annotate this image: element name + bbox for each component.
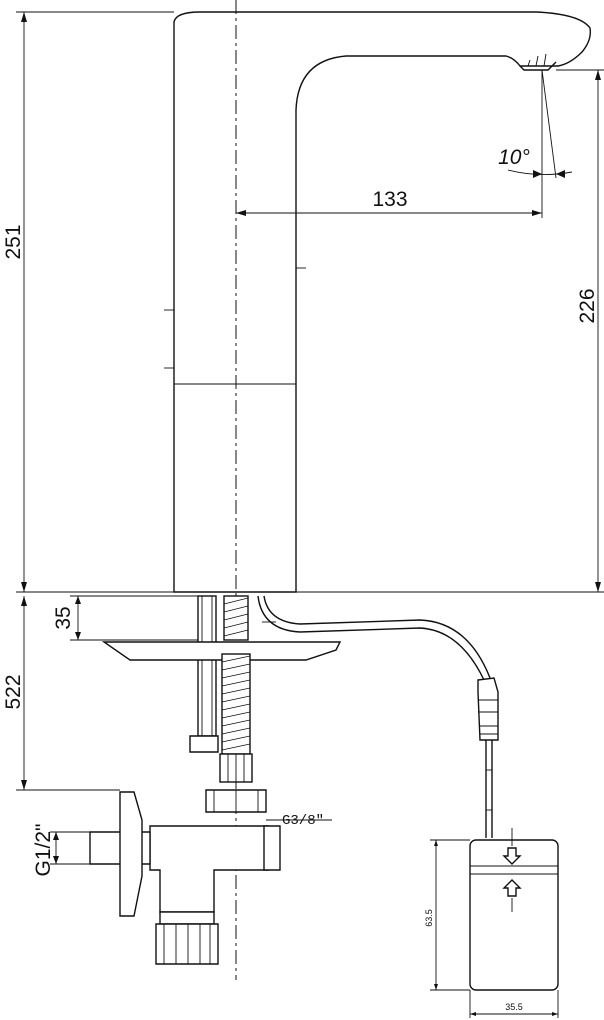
label-spout-height: 226 — [576, 288, 599, 323]
label-inlet-thread: G1/2" — [32, 824, 55, 877]
dimension-total-height: 251 — [2, 11, 604, 593]
dimension-spout-height: 226 — [556, 69, 604, 592]
dimension-spout-reach: 133 — [236, 188, 542, 216]
dimension-box-width: 35.5 — [469, 990, 559, 1018]
faucet-body — [164, 11, 592, 593]
label-spout-reach: 133 — [372, 188, 407, 211]
dimension-inlet-thread: G1/2" — [32, 824, 92, 877]
label-hose-length: 522 — [2, 674, 25, 709]
sensor-cable — [257, 595, 499, 838]
dimension-hose-length: 522 — [2, 596, 120, 791]
label-outlet-thread: G3/8" — [282, 813, 324, 829]
dimension-spray-angle: 10° — [498, 69, 573, 218]
dimension-deck-thickness: 35 — [52, 595, 200, 641]
label-total-height: 251 — [2, 224, 25, 259]
control-box — [469, 828, 559, 991]
mounting-shank — [101, 595, 342, 753]
label-box-height: 63.5 — [424, 909, 434, 927]
label-spray-angle: 10° — [498, 146, 530, 169]
braided-hose — [219, 595, 253, 783]
label-box-width: 35.5 — [505, 1002, 523, 1012]
angle-valve: G3/8" — [89, 789, 332, 965]
dimension-box-height: 63.5 — [424, 839, 470, 991]
label-deck-thickness: 35 — [52, 606, 75, 629]
